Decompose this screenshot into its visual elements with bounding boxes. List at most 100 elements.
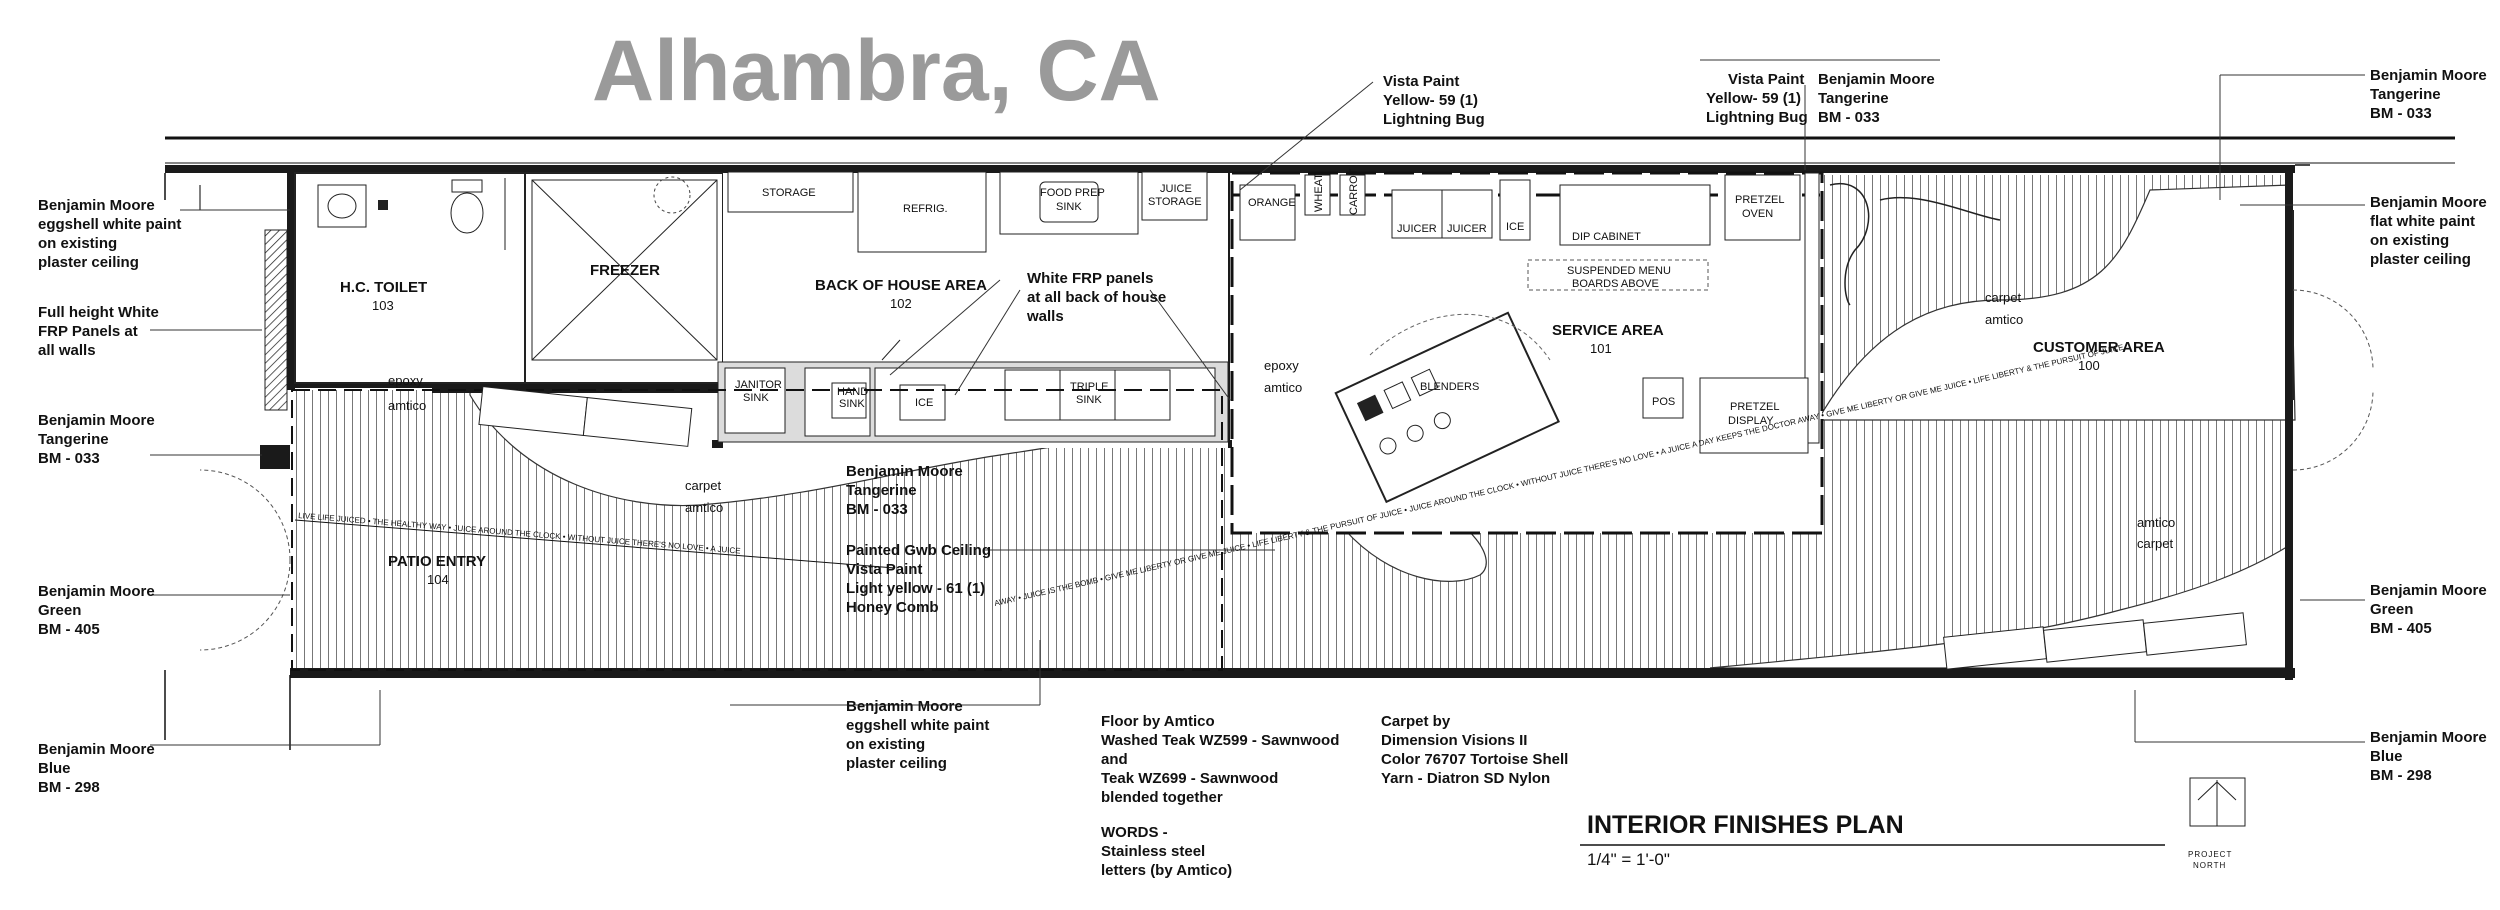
callout-center-ceiling-3: Light yellow - 61 (1) — [846, 580, 985, 597]
spec-carpet-3: Color 76707 Tortoise Shell — [1381, 751, 1568, 768]
callout-left-frp-2: FRP Panels at — [38, 323, 138, 340]
callout-left-tangerine-1: Benjamin Moore — [38, 412, 155, 429]
callout-frp-boh-1: White FRP panels — [1027, 270, 1153, 287]
callouts-center: White FRP panels at all back of house wa… — [846, 270, 1166, 772]
callout-right-tangerine-3: BM - 033 — [2370, 105, 2432, 122]
callout-left-frp-3: all walls — [38, 342, 96, 359]
equip-hand-2: SINK — [839, 398, 865, 410]
room-name-freezer: FREEZER — [590, 262, 660, 279]
floor-finish-labels: epoxy amtico carpet amtico epoxy amtico … — [388, 290, 2175, 551]
spec-words-3: letters (by Amtico) — [1101, 862, 1232, 879]
bench-customer — [1943, 612, 2247, 670]
equip-food-prep-1: FOOD PREP — [1040, 187, 1105, 199]
callout-right-ceiling-2: flat white paint — [2370, 213, 2475, 230]
callout-top-vista2-3: Lightning Bug — [1706, 109, 1808, 126]
menu-boards-1: SUSPENDED MENU — [1567, 265, 1671, 277]
spec-words-2: Stainless steel — [1101, 843, 1205, 860]
callout-center-ceiling-1: Painted Gwb Ceiling — [846, 542, 991, 559]
equip-orange: ORANGE — [1248, 197, 1296, 209]
callout-right-green-1: Benjamin Moore — [2370, 582, 2487, 599]
callout-bottom-ceiling-2: eggshell white paint — [846, 717, 989, 734]
callout-left-ceiling-1: Benjamin Moore — [38, 197, 155, 214]
menu-boards-2: BOARDS ABOVE — [1572, 278, 1659, 290]
callout-top-vista-1: Vista Paint — [1383, 73, 1459, 90]
callout-center-tangerine-2: Tangerine — [846, 482, 917, 499]
callout-left-blue-1: Benjamin Moore — [38, 741, 155, 758]
callouts-left: Benjamin Moore eggshell white paint on e… — [38, 197, 181, 796]
callout-bottom-ceiling-1: Benjamin Moore — [846, 698, 963, 715]
plan-scale: 1/4" = 1'-0" — [1587, 850, 1670, 869]
callout-top-vista2-2: Yellow- 59 (1) — [1706, 90, 1801, 107]
customer-area: CUSTOMER AREA 100 — [1829, 182, 2374, 670]
callout-left-ceiling-2: eggshell white paint — [38, 216, 181, 233]
equip-food-prep-2: SINK — [1056, 201, 1082, 213]
back-of-house-room: STORAGE REFRIG. FOOD PREP SINK JUICE STO… — [717, 171, 1229, 448]
equip-dip-cabinet: DIP CABINET — [1572, 231, 1641, 243]
finish-label: epoxy — [388, 373, 423, 388]
callout-top-vista2-1: Vista Paint — [1728, 71, 1804, 88]
callout-right-blue-2: Blue — [2370, 748, 2403, 765]
finish-label: carpet — [1985, 290, 2022, 305]
equip-juice-storage-2: STORAGE — [1148, 196, 1202, 208]
equip-ice-1: ICE — [1506, 221, 1524, 233]
callout-left-green-1: Benjamin Moore — [38, 583, 155, 600]
callout-center-ceiling-4: Honey Comb — [846, 599, 939, 616]
callout-center-ceiling-2: Vista Paint — [846, 561, 922, 578]
spec-floor-3: and — [1101, 751, 1128, 768]
callout-right-ceiling-1: Benjamin Moore — [2370, 194, 2487, 211]
title-block: INTERIOR FINISHES PLAN 1/4" = 1'-0" PROJ… — [1580, 777, 2246, 870]
callout-right-blue-3: BM - 298 — [2370, 767, 2432, 784]
finish-label: amtico — [1264, 380, 1302, 395]
equip-juice-storage-1: JUICE — [1160, 183, 1192, 195]
north-label-2: NORTH — [2193, 861, 2226, 870]
toilet-room: H.C. TOILET 103 — [199, 172, 526, 384]
callout-center-tangerine-1: Benjamin Moore — [846, 463, 963, 480]
callout-right-ceiling-4: plaster ceiling — [2370, 251, 2471, 268]
spec-words-1: WORDS - — [1101, 824, 1168, 841]
callout-frp-boh-2: at all back of house — [1027, 289, 1166, 306]
service-area: ORANGE WHEAT CARROT JUICER JUICER ICE DI… — [1230, 168, 1824, 535]
equip-hand-1: HAND — [837, 386, 868, 398]
callout-right-tangerine-1: Benjamin Moore — [2370, 67, 2487, 84]
spec-floor-4: Teak WZ699 - Sawnwood — [1101, 770, 1278, 787]
callout-center-tangerine-3: BM - 033 — [846, 501, 908, 518]
finish-label: amtico — [1985, 312, 2023, 327]
spec-floor-1: Floor by Amtico — [1101, 713, 1215, 730]
callout-right-green-2: Green — [2370, 601, 2413, 618]
room-name-patio: PATIO ENTRY — [388, 553, 486, 570]
equip-janitor-2: SINK — [743, 392, 769, 404]
callout-left-green-3: BM - 405 — [38, 621, 100, 638]
equip-refrig: REFRIG. — [903, 203, 948, 215]
equip-janitor-1: JANITOR — [735, 379, 782, 391]
room-name-customer: CUSTOMER AREA — [2033, 339, 2165, 356]
equip-pos: POS — [1652, 396, 1675, 408]
spec-carpet-4: Yarn - Diatron SD Nylon — [1381, 770, 1550, 787]
finish-label: amtico — [388, 398, 426, 413]
callout-top-bm-3: BM - 033 — [1818, 109, 1880, 126]
finish-label: amtico — [685, 500, 723, 515]
equip-blenders: BLENDERS — [1420, 381, 1479, 393]
callout-left-blue-2: Blue — [38, 760, 71, 777]
equip-carrot: CARROT — [1348, 168, 1360, 215]
room-name-service: SERVICE AREA — [1552, 322, 1664, 339]
north-arrow-icon — [2197, 780, 2237, 826]
equip-storage: STORAGE — [762, 187, 816, 199]
callout-bottom-ceiling-4: plaster ceiling — [846, 755, 947, 772]
callout-left-ceiling-4: plaster ceiling — [38, 254, 139, 271]
callouts-right: Benjamin Moore Tangerine BM - 033 Benjam… — [2370, 67, 2487, 784]
callout-top-vista-2: Yellow- 59 (1) — [1383, 92, 1478, 109]
equip-triple-2: SINK — [1076, 394, 1102, 406]
equip-pretzel-display-1: PRETZEL — [1730, 401, 1780, 413]
callout-left-tangerine-3: BM - 033 — [38, 450, 100, 467]
callout-left-tangerine-2: Tangerine — [38, 431, 109, 448]
finish-label: carpet — [2137, 536, 2174, 551]
callout-left-ceiling-3: on existing — [38, 235, 117, 252]
room-name-boh: BACK OF HOUSE AREA — [815, 277, 987, 294]
spec-floor-2: Washed Teak WZ599 - Sawnwood — [1101, 732, 1339, 749]
room-number-customer: 100 — [2078, 358, 2100, 373]
patio-entry: PATIO ENTRY 104 — [199, 386, 1223, 671]
spec-carpet-1: Carpet by — [1381, 713, 1451, 730]
callout-bottom-ceiling-3: on existing — [846, 736, 925, 753]
room-number-service: 101 — [1590, 341, 1612, 356]
